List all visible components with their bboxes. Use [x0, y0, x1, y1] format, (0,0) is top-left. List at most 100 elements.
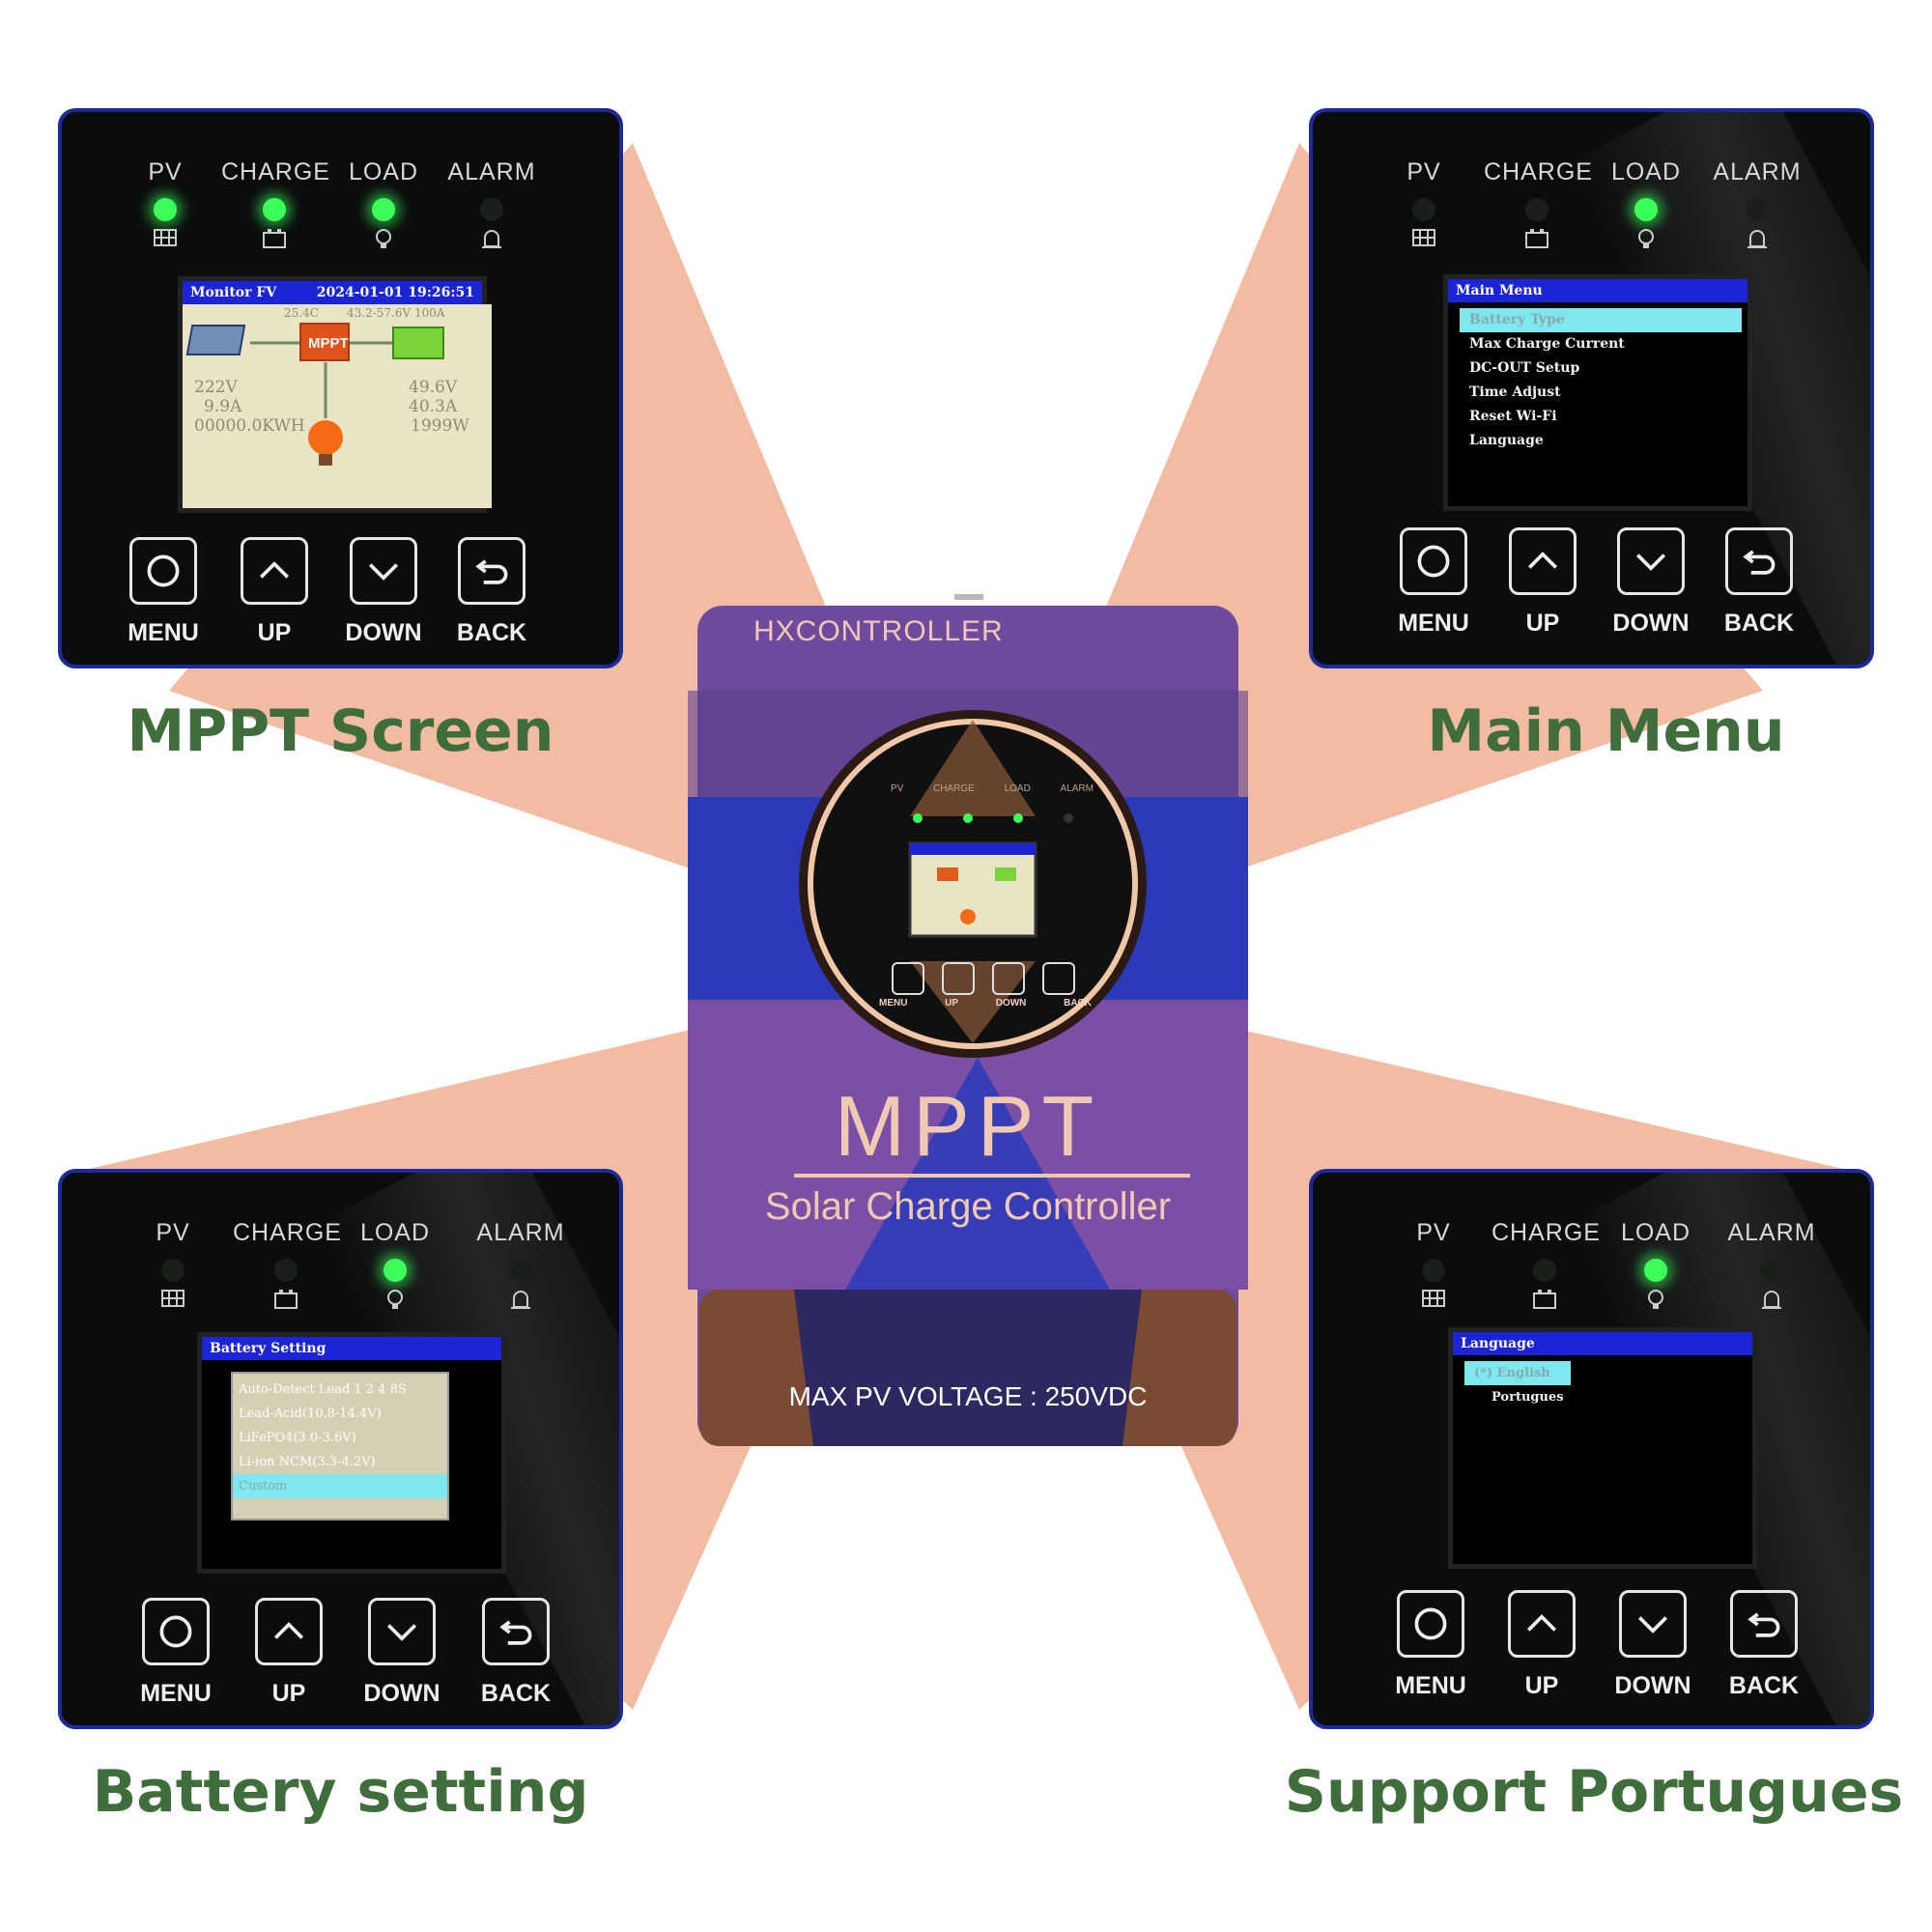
up-button[interactable]	[1508, 1590, 1576, 1658]
alarm-led	[1760, 1259, 1783, 1282]
chevron-up-icon	[259, 561, 290, 579]
button-label: MENU	[1398, 610, 1469, 637]
charge-led	[1533, 1259, 1556, 1282]
language-option-english[interactable]: (*) English	[1464, 1361, 1571, 1385]
menu-item-language[interactable]: Language	[1469, 433, 1544, 448]
menu-button[interactable]	[1397, 1590, 1464, 1658]
indicator-label: PV	[148, 158, 183, 185]
up-button[interactable]	[1509, 527, 1577, 595]
circle-icon	[147, 554, 180, 587]
button-label: UP	[1525, 610, 1560, 637]
battery-option-li-ion[interactable]: Li-ion NCM(3.3-4.2V)	[239, 1455, 376, 1469]
bulb-icon	[1638, 229, 1654, 248]
return-arrow-icon	[1747, 1612, 1780, 1637]
down-button[interactable]	[368, 1598, 436, 1665]
pv-current: 9.9A	[204, 397, 242, 416]
energy-flow-diagram	[185, 323, 444, 466]
back-button[interactable]	[458, 537, 526, 605]
alarm-icon	[482, 230, 501, 248]
button-label: DOWN	[363, 1680, 440, 1707]
indicator-pv: PV	[1380, 1219, 1487, 1311]
menu-item-battery-type[interactable]: Battery Type	[1460, 308, 1742, 332]
device-mini-buttons: MENU UP DOWN BACK	[879, 998, 1092, 1009]
solar-panel-icon	[1422, 1290, 1445, 1307]
indicator-load: LOAD	[342, 1219, 448, 1311]
load-led	[372, 198, 395, 221]
button-label: MENU	[128, 619, 199, 646]
indicator-alarm: ALARM	[1719, 1219, 1825, 1311]
battery-type-popup: Auto-Detect Lead 1 2 4 8S Lead-Acid(10.8…	[231, 1372, 449, 1520]
battery-voltage: 49.6V	[409, 378, 458, 397]
menu-button[interactable]	[129, 537, 197, 605]
circle-icon	[1417, 545, 1450, 578]
panel-mppt-screen: PV CHARGE LOAD ALARM Monitor FV 2024-01-0…	[58, 108, 623, 668]
indicator-charge: CHARGE	[221, 158, 330, 250]
solar-panel-icon	[1412, 229, 1435, 246]
temperature: 25.4C	[284, 306, 319, 320]
battery-option-lead-acid[interactable]: Lead-Acid(10.8-14.4V)	[239, 1406, 382, 1421]
alarm-led	[1746, 198, 1769, 221]
back-button[interactable]	[482, 1598, 550, 1665]
up-button[interactable]	[241, 537, 308, 605]
up-button[interactable]	[255, 1598, 323, 1665]
solar-panel-icon	[154, 229, 177, 246]
indicator-label: PV	[156, 1219, 190, 1246]
datetime: 2024-01-01 19:26:51	[316, 285, 474, 300]
indicator-label: ALARM	[1713, 158, 1802, 185]
menu-item-reset-wifi[interactable]: Reset Wi-Fi	[1469, 409, 1557, 424]
battery-icon	[274, 1290, 298, 1309]
mini-button-label: BACK	[1064, 998, 1092, 1009]
indicator-label: CHARGE	[1492, 1219, 1601, 1246]
button-label: UP	[1524, 1672, 1559, 1699]
button-label: DOWN	[345, 619, 422, 646]
panel-battery-setting: PV CHARGE LOAD ALARM Battery Setting Aut…	[58, 1169, 623, 1729]
indicator-label: CHARGE	[221, 158, 330, 185]
lcd-screen: Battery Setting Auto-Detect Lead 1 2 4 8…	[197, 1332, 506, 1574]
lcd-header: Language	[1453, 1332, 1752, 1355]
back-button[interactable]	[1730, 1590, 1798, 1658]
chevron-down-icon	[386, 1624, 417, 1641]
back-button[interactable]	[1725, 527, 1793, 595]
device-model-title: MPPT	[834, 1078, 1102, 1174]
down-button[interactable]	[350, 537, 417, 605]
indicator-pv: PV	[1371, 158, 1477, 250]
return-arrow-icon	[499, 1620, 532, 1645]
screen-title: Monitor FV	[190, 285, 277, 300]
caption-main-menu: Main Menu	[1427, 697, 1785, 765]
indicator-load: LOAD	[330, 158, 437, 250]
pv-led	[154, 198, 177, 221]
alarm-icon	[511, 1291, 530, 1309]
battery-option-custom[interactable]: Custom	[233, 1474, 447, 1498]
menu-button[interactable]	[1400, 527, 1467, 595]
device-mini-indicators: PV CHARGE LOAD ALARM	[891, 783, 1094, 794]
mini-indicator-label: PV	[891, 783, 904, 794]
device-subtitle: Solar Charge Controller	[764, 1185, 1172, 1228]
load-led	[1644, 1259, 1667, 1282]
battery-option-lifepo4[interactable]: LiFePO4(3.0-3.6V)	[239, 1431, 356, 1445]
mini-button-label: UP	[945, 998, 959, 1009]
mini-indicator-label: LOAD	[1004, 783, 1031, 794]
menu-item-dc-out-setup[interactable]: DC-OUT Setup	[1469, 360, 1580, 376]
indicator-label: ALARM	[1727, 1219, 1816, 1246]
pv-voltage: 222V	[194, 378, 238, 397]
chevron-down-icon	[1637, 1616, 1668, 1634]
indicator-label: LOAD	[1610, 158, 1682, 185]
menu-button[interactable]	[142, 1598, 210, 1665]
return-arrow-icon	[475, 559, 508, 584]
language-option-portugues[interactable]: Portugues	[1492, 1390, 1564, 1405]
button-label: MENU	[1395, 1672, 1466, 1699]
load-led	[1634, 198, 1658, 221]
charge-led	[274, 1259, 298, 1282]
lcd-screen: Language (*) English Portugues	[1448, 1327, 1757, 1569]
button-label: BACK	[1728, 1672, 1800, 1699]
lcd-header: Battery Setting	[202, 1337, 501, 1360]
panel-language: PV CHARGE LOAD ALARM Language (*) Englis…	[1309, 1169, 1874, 1729]
menu-item-max-charge-current[interactable]: Max Charge Current	[1469, 336, 1625, 352]
battery-option-auto-detect[interactable]: Auto-Detect Lead 1 2 4 8S	[239, 1382, 407, 1397]
menu-item-time-adjust[interactable]: Time Adjust	[1469, 384, 1561, 400]
indicator-alarm: ALARM	[439, 158, 545, 250]
down-button[interactable]	[1619, 1590, 1687, 1658]
alarm-led	[480, 198, 503, 221]
down-button[interactable]	[1617, 527, 1685, 595]
